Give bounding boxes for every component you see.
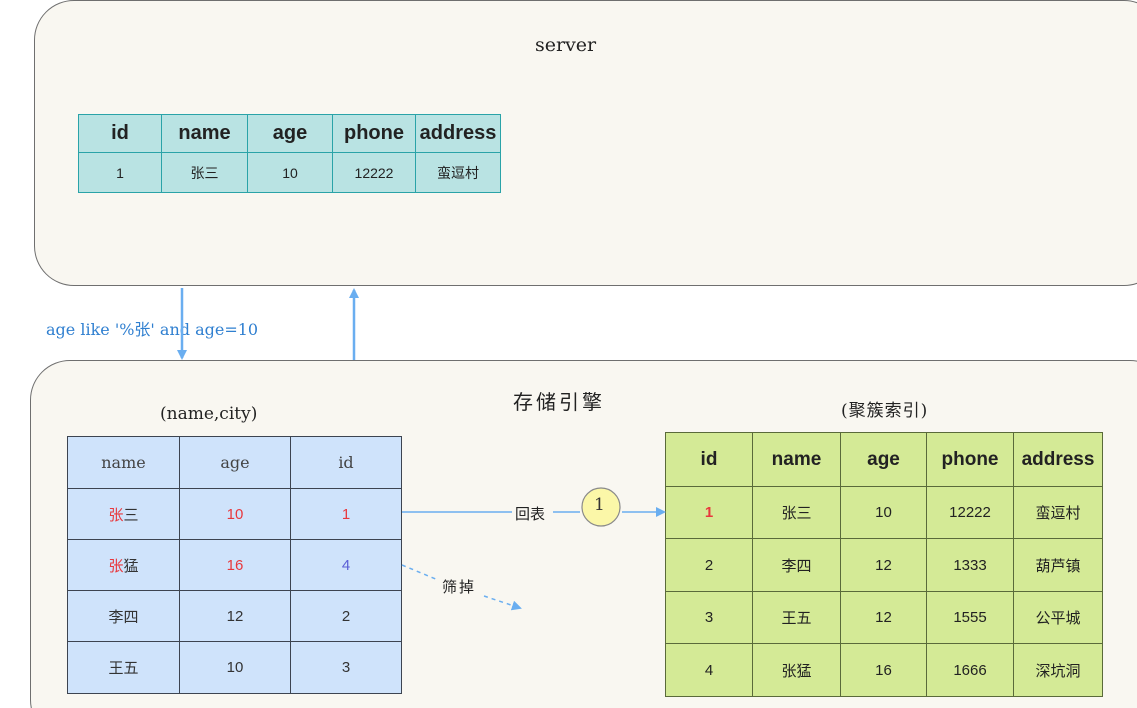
filter-arrow xyxy=(483,595,522,611)
cluster-cell-age: 16 xyxy=(840,643,927,697)
index-table-row: 张三张三 10 1 xyxy=(67,488,402,540)
index-name-char-1: 张 xyxy=(108,506,124,524)
step-number: 1 xyxy=(594,495,605,515)
cluster-cell-address: 深坑洞 xyxy=(1013,643,1103,697)
cluster-cell-address: 葫芦镇 xyxy=(1013,538,1103,592)
cluster-cell-id: 4 xyxy=(665,643,753,697)
cluster-header-name: name xyxy=(752,432,841,487)
server-cell-phone: 12222 xyxy=(332,152,416,193)
filter-label: 筛掉 xyxy=(442,578,477,596)
server-header-phone: phone xyxy=(332,114,416,153)
step-circle xyxy=(581,487,621,527)
server-cell-age: 10 xyxy=(247,152,333,193)
cluster-cell-age: 12 xyxy=(840,591,927,644)
cluster-table-header-row: id name age phone address xyxy=(665,432,1103,487)
cluster-header-address: address xyxy=(1013,432,1103,487)
index-cell-name: 张三张三 xyxy=(67,488,180,540)
secondary-index-table: name age id 张三张三 10 1 张猛张猛 16 4 李四 12 2 … xyxy=(67,436,402,694)
cluster-header-id: id xyxy=(665,432,753,487)
cluster-cell-name: 张猛 xyxy=(752,643,841,697)
server-table-header-row: id name age phone address xyxy=(78,114,501,153)
cluster-cell-id: 1 xyxy=(665,486,753,539)
cluster-cell-phone: 1666 xyxy=(926,643,1014,697)
clustered-index-table: id name age phone address 1 张三 10 12222 … xyxy=(665,432,1103,697)
index-cell-id: 1 xyxy=(290,488,402,540)
server-title: server xyxy=(535,34,597,56)
server-header-id: id xyxy=(78,114,162,153)
cluster-table-row: 3 王五 12 1555 公平城 xyxy=(665,591,1103,644)
server-result-table: id name age phone address 1 张三 10 12222 … xyxy=(78,114,501,193)
index-cell-id: 3 xyxy=(290,641,402,694)
server-table-row: 1 张三 10 12222 蛮逗村 xyxy=(78,152,501,193)
query-condition-text: age like '%张' and age=10 xyxy=(46,320,259,339)
server-cell-name: 张三 xyxy=(161,152,248,193)
index-name-char-2: 猛 xyxy=(123,557,139,575)
index-name-char-1: 张 xyxy=(108,557,124,575)
lookup-label: 回表 xyxy=(515,505,546,523)
server-cell-address: 蛮逗村 xyxy=(415,152,501,193)
server-header-name: name xyxy=(161,114,248,153)
storage-engine-title: 存储引擎 xyxy=(513,390,605,414)
cluster-cell-age: 12 xyxy=(840,538,927,592)
cluster-table-row: 2 李四 12 1333 葫芦镇 xyxy=(665,538,1103,592)
server-cell-id: 1 xyxy=(78,152,162,193)
cluster-cell-address: 公平城 xyxy=(1013,591,1103,644)
index-cell-age: 10 xyxy=(179,641,291,694)
index-cell-name: 李四 xyxy=(67,590,180,642)
cluster-cell-phone: 1333 xyxy=(926,538,1014,592)
server-header-age: age xyxy=(247,114,333,153)
cluster-table-row: 4 张猛 16 1666 深坑洞 xyxy=(665,643,1103,697)
cluster-cell-address: 蛮逗村 xyxy=(1013,486,1103,539)
index-name-char-2: 三 xyxy=(123,506,139,524)
cluster-table-caption: (聚簇索引) xyxy=(841,401,929,421)
index-header-name: name xyxy=(67,436,180,489)
cluster-cell-name: 张三 xyxy=(752,486,841,539)
cluster-header-phone: phone xyxy=(926,432,1014,487)
index-cell-name: 王五 xyxy=(67,641,180,694)
cluster-cell-name: 李四 xyxy=(752,538,841,592)
filter-line-start xyxy=(401,564,439,581)
index-table-row: 王五 10 3 xyxy=(67,641,402,694)
index-table-caption: (name,city) xyxy=(160,404,258,424)
cluster-cell-name: 王五 xyxy=(752,591,841,644)
